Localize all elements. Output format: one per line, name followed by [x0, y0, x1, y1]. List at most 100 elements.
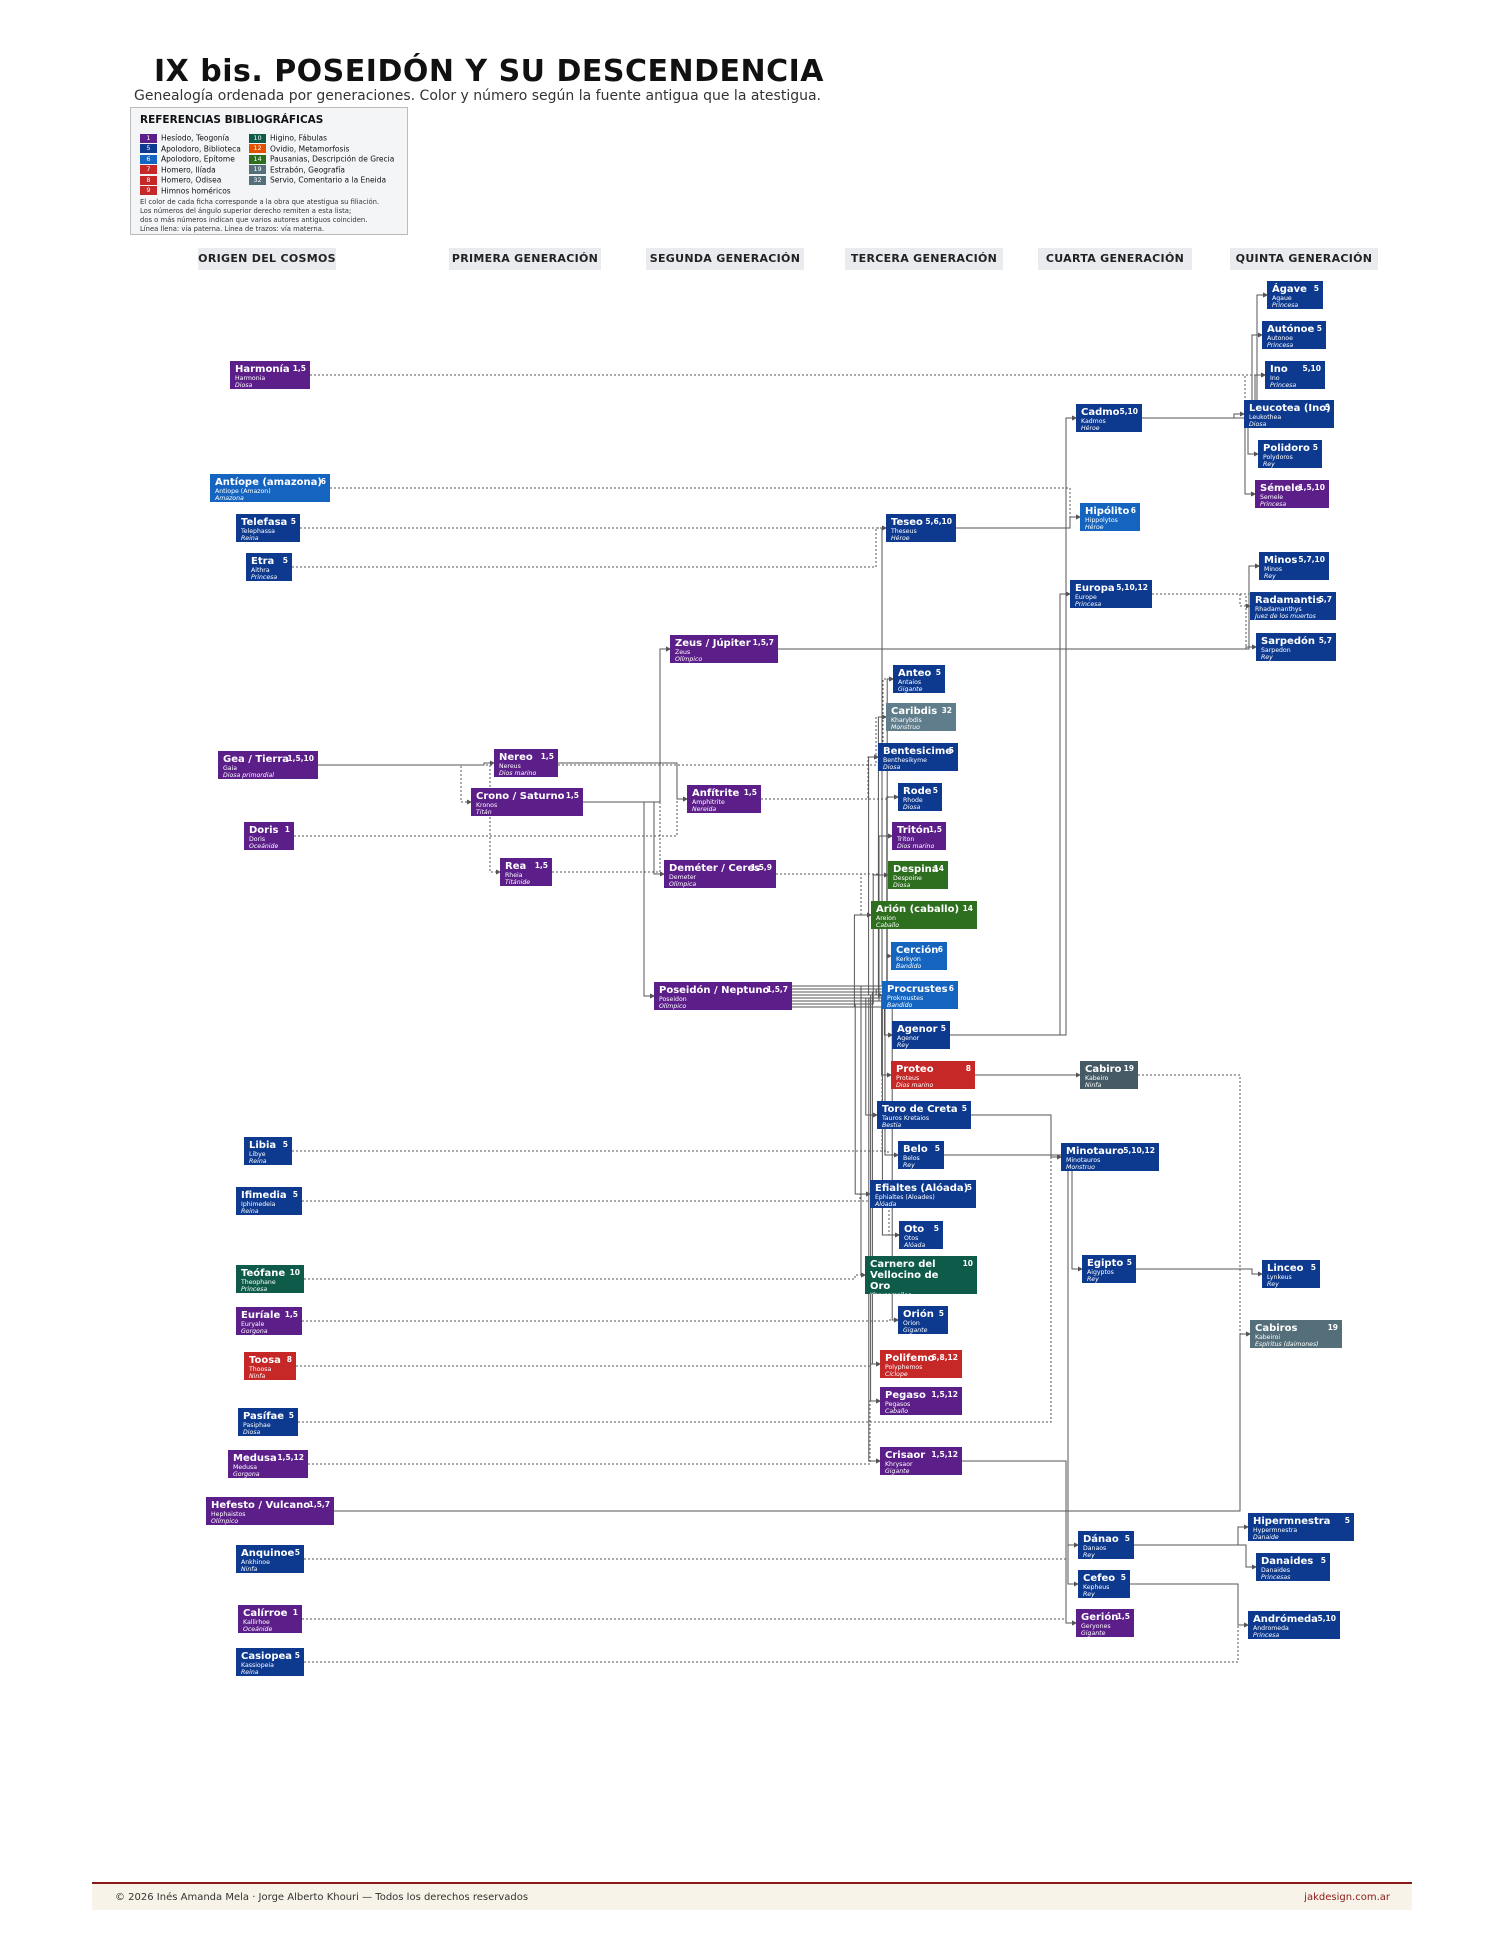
kinship-line	[792, 994, 881, 1404]
person-card[interactable]: Carnero del Vellocino de OroKhrysomallos…	[865, 1256, 977, 1294]
person-card[interactable]: Antíope (amazona)Antiope (Amazon)Amazona…	[210, 474, 330, 502]
person-name: Cerción	[896, 945, 939, 956]
person-sub: Antaios	[898, 679, 922, 686]
kinship-line	[776, 873, 872, 918]
page-subtitle: Genealogía ordenada por generaciones. Co…	[134, 88, 821, 104]
kinship-line	[552, 646, 671, 873]
reference-number-badge: 12	[249, 144, 266, 153]
person-sub: Minos	[1264, 566, 1282, 573]
references-note: dos o más números indican que varios aut…	[140, 216, 368, 224]
kinship-line	[956, 514, 1081, 529]
footer-website-link[interactable]: jakdesign.com.ar	[1304, 1892, 1390, 1903]
person-name: Doris	[249, 825, 279, 836]
person-sub: Demeter	[669, 874, 697, 881]
person-sub: Autonoe	[1267, 335, 1293, 342]
person-role: Diosa primordial	[223, 772, 274, 779]
person-num: 5	[935, 668, 941, 677]
person-sub: Zeus	[675, 649, 691, 656]
person-name: Crono / Saturno	[476, 791, 565, 802]
person-sub: Semele	[1260, 494, 1284, 501]
person-card[interactable]: Efialtes (Alóada)Ephialtes (Aloades)Alóa…	[870, 1180, 976, 1208]
kinship-line	[792, 1000, 899, 1158]
person-sub: Harmonia	[235, 375, 266, 382]
kinship-line	[792, 985, 866, 1278]
person-name: Ágave	[1272, 284, 1307, 295]
person-num: 1,5,12	[277, 1453, 304, 1462]
reference-label: Pausanias, Descripción de Grecia	[270, 154, 395, 164]
generation-column-header: TERCERA GENERACIÓN	[845, 248, 1003, 270]
person-name: Cadmo	[1081, 407, 1120, 418]
person-name: Gea / Tierra	[223, 754, 289, 765]
person-role: Diosa	[1249, 421, 1267, 428]
kinship-line	[792, 953, 892, 987]
person-role: Diosa	[235, 382, 253, 389]
